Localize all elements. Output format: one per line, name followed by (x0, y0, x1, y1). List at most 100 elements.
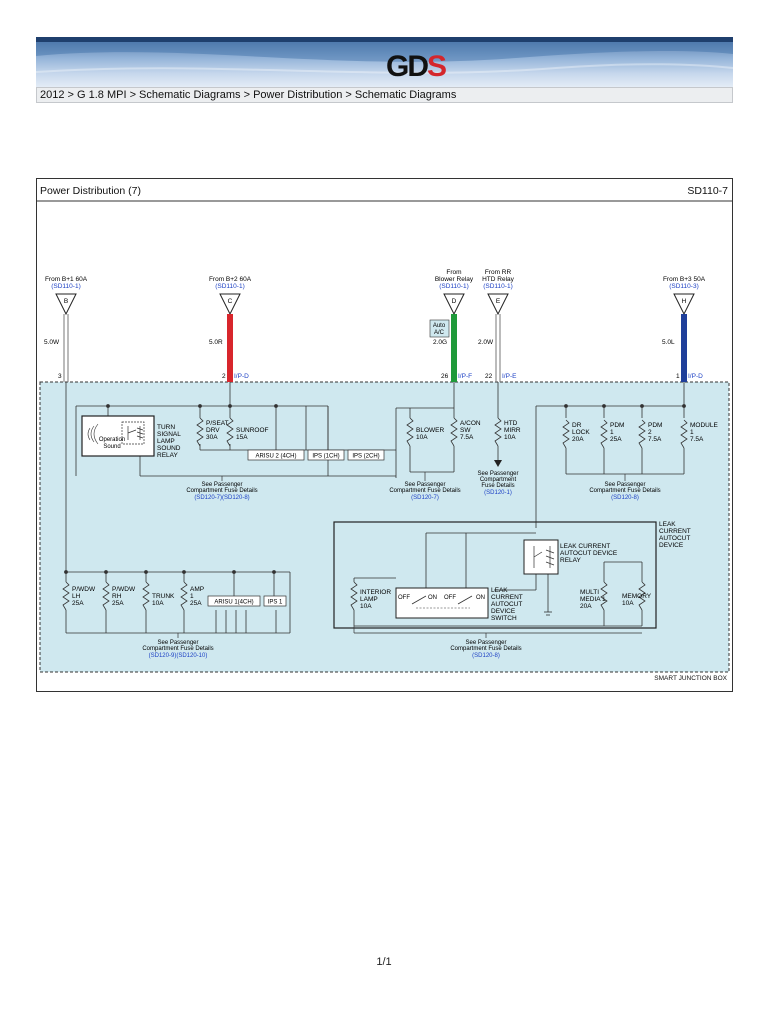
svg-text:SWITCH: SWITCH (491, 615, 517, 622)
svg-text:Compartment Fuse Details: Compartment Fuse Details (186, 488, 257, 494)
svg-text:22: 22 (485, 373, 493, 380)
svg-text:CURRENT: CURRENT (659, 528, 691, 535)
svg-text:(SD120-7)(SD120-8): (SD120-7)(SD120-8) (194, 495, 249, 501)
svg-text:Compartment Fuse Details: Compartment Fuse Details (589, 488, 660, 494)
svg-text:5.0W: 5.0W (44, 339, 60, 346)
fuse-interior-symbol (350, 581, 358, 611)
svg-text:E: E (496, 298, 501, 305)
svg-text:See Passenger: See Passenger (604, 482, 645, 488)
svg-text:ARISU 1(4CH): ARISU 1(4CH) (214, 600, 253, 606)
fuse-sunroof-symbol (226, 417, 234, 447)
fuse-drlock-symbol (562, 419, 570, 449)
fuse-pseat-symbol (196, 417, 204, 447)
svg-text:25A: 25A (610, 436, 622, 443)
internal-wiring (64, 382, 686, 633)
source-c: From B+2 60A (SD110-1) C 5.0R 2 I/P-D (209, 276, 252, 382)
svg-text:SIGNAL: SIGNAL (157, 431, 181, 438)
svg-text:See Passenger: See Passenger (201, 482, 242, 488)
svg-text:RH: RH (112, 593, 122, 600)
svg-text:1: 1 (690, 429, 694, 436)
fuse-multimedia-symbol (600, 581, 608, 611)
svg-text:See Passenger: See Passenger (404, 482, 445, 488)
svg-text:I/P-F: I/P-F (458, 373, 472, 380)
svg-text:LEAK CURRENT: LEAK CURRENT (560, 543, 610, 550)
fuse-memory-symbol (638, 581, 646, 611)
diagram-code: SD110-7 (687, 185, 728, 197)
svg-text:5.0L: 5.0L (662, 339, 675, 346)
svg-text:IPS (1CH): IPS (1CH) (312, 454, 339, 460)
svg-text:HTD Relay: HTD Relay (482, 276, 515, 283)
svg-text:MODULE: MODULE (690, 422, 718, 429)
svg-text:I/P-D: I/P-D (688, 373, 703, 380)
svg-text:See Passenger: See Passenger (465, 640, 506, 646)
svg-text:10A: 10A (152, 600, 164, 607)
svg-text:From RR: From RR (485, 269, 512, 276)
svg-text:PDM: PDM (648, 422, 662, 429)
turn-signal-relay: Operation Sound TURN SIGNAL LAMP SOUND R… (81, 415, 181, 459)
svg-text:(SD110-1): (SD110-1) (215, 283, 245, 290)
breadcrumb: 2012 > G 1.8 MPI > Schematic Diagrams > … (36, 87, 733, 103)
fuse-module1-symbol (680, 419, 688, 449)
svg-text:P/WDW: P/WDW (112, 586, 136, 593)
svg-text:See Passenger: See Passenger (477, 471, 518, 477)
svg-text:From B+3 50A: From B+3 50A (663, 276, 706, 283)
svg-text:TRUNK: TRUNK (152, 593, 175, 600)
leak-current-autocut-device: LEAK CURRENT AUTOCUT DEVICE LEAK CURRENT… (333, 521, 691, 629)
source-e: From RR HTD Relay (SD110-1) E 2.0W 22 I/… (478, 269, 517, 382)
svg-text:B: B (64, 298, 68, 305)
svg-text:25A: 25A (72, 600, 84, 607)
svg-text:MEDIA 1: MEDIA 1 (580, 596, 606, 603)
svg-text:2: 2 (222, 373, 226, 380)
svg-text:LH: LH (72, 593, 81, 600)
svg-text:HTD: HTD (504, 420, 518, 427)
svg-text:(SD120-8): (SD120-8) (611, 495, 639, 501)
svg-text:25A: 25A (190, 600, 202, 607)
svg-text:RELAY: RELAY (157, 452, 178, 459)
svg-text:DRV: DRV (206, 427, 220, 434)
page-number: 1/1 (376, 956, 392, 968)
svg-text:TURN: TURN (157, 424, 175, 431)
svg-text:ARISU 2 (4CH): ARISU 2 (4CH) (255, 454, 296, 460)
svg-text:30A: 30A (206, 434, 218, 441)
svg-text:3: 3 (58, 373, 62, 380)
svg-text:MULTI: MULTI (580, 589, 599, 596)
fuse-trunk-symbol (142, 581, 150, 611)
svg-text:7.5A: 7.5A (460, 434, 474, 441)
svg-text:IPS (2CH): IPS (2CH) (352, 454, 379, 460)
note-brackets (66, 472, 642, 638)
svg-text:From B+1 60A: From B+1 60A (45, 276, 88, 283)
svg-text:10A: 10A (504, 434, 516, 441)
svg-text:(SD110-1): (SD110-1) (51, 283, 81, 290)
svg-text:LOCK: LOCK (572, 429, 590, 436)
svg-text:10A: 10A (360, 603, 372, 610)
svg-text:I/P-E: I/P-E (502, 373, 517, 380)
fuse-pdm1-symbol (600, 419, 608, 449)
svg-text:SOUND: SOUND (157, 445, 181, 452)
svg-text:(SD120-8): (SD120-8) (472, 653, 500, 659)
source-d: From Blower Relay (SD110-1) D Auto A/C 2… (429, 269, 474, 382)
arrow-down-icon (494, 460, 502, 467)
svg-text:OFF: OFF (444, 595, 456, 601)
svg-text:D: D (452, 298, 457, 305)
svg-text:DR: DR (572, 422, 582, 429)
svg-text:IPS 1: IPS 1 (268, 600, 283, 606)
svg-text:H: H (682, 298, 687, 305)
svg-text:7.5A: 7.5A (648, 436, 662, 443)
svg-text:INTERIOR: INTERIOR (360, 589, 391, 596)
fuse-symbols (62, 417, 688, 611)
svg-text:10A: 10A (416, 434, 428, 441)
svg-text:7.5A: 7.5A (690, 436, 704, 443)
svg-text:Sound: Sound (103, 444, 120, 450)
svg-text:LAMP: LAMP (360, 596, 378, 603)
svg-text:Compartment Fuse Details: Compartment Fuse Details (450, 646, 521, 652)
svg-text:2: 2 (648, 429, 652, 436)
svg-text:Compartment: Compartment (480, 477, 517, 483)
svg-text:See Passenger: See Passenger (157, 640, 198, 646)
smart-junction-box (39, 381, 730, 673)
svg-text:DEVICE: DEVICE (659, 542, 684, 549)
svg-text:OFF: OFF (398, 595, 410, 601)
fuse-blower-symbol (406, 417, 414, 447)
svg-text:5.0R: 5.0R (209, 339, 223, 346)
svg-text:Blower Relay: Blower Relay (435, 276, 474, 283)
fuse-detail-notes: See Passenger Compartment Fuse Details (… (142, 471, 660, 659)
